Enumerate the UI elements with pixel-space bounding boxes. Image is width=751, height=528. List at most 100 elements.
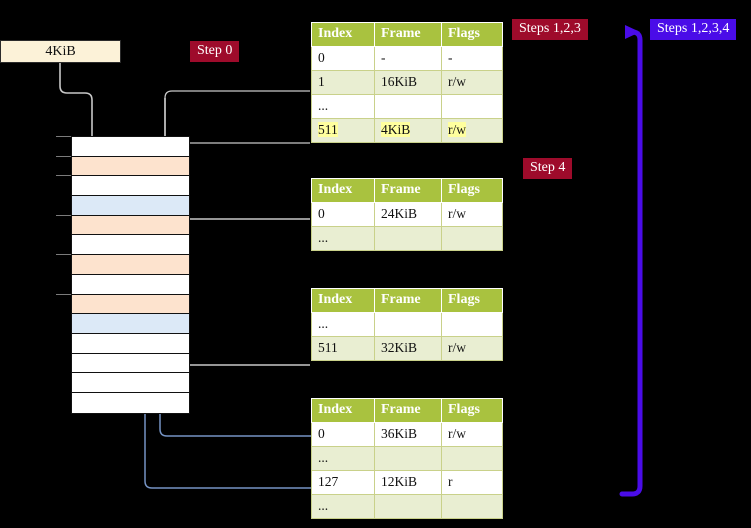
table-row[interactable]: ... xyxy=(311,446,503,471)
memory-row-4 xyxy=(72,215,189,236)
step-0-badge: Step 0 xyxy=(190,41,240,62)
memory-row-12 xyxy=(72,373,189,394)
column-header-index: Index xyxy=(311,288,375,313)
cell-flags: r/w xyxy=(441,336,503,361)
column-header-flags: Flags xyxy=(441,398,503,423)
table-row[interactable]: ... xyxy=(311,226,503,251)
source-frame-box: 4KiB xyxy=(0,40,121,63)
memory-row-2 xyxy=(72,176,189,197)
memory-row-0 xyxy=(72,137,189,157)
cell-frame: 12KiB xyxy=(374,470,442,495)
column-header-index: Index xyxy=(311,178,375,203)
column-header-frame: Frame xyxy=(374,178,442,203)
memory-row-7 xyxy=(72,274,189,295)
cell-index: 511 xyxy=(311,118,375,143)
cell-flags: r/w xyxy=(441,422,503,447)
memory-row-3 xyxy=(72,196,189,216)
cell-flags: r/w xyxy=(441,70,503,95)
memory-row-9 xyxy=(72,314,189,334)
source-frame-label: 4KiB xyxy=(45,44,76,59)
cell-frame xyxy=(374,94,442,119)
cell-frame: 24KiB xyxy=(374,202,442,227)
cell-flags: r xyxy=(441,470,503,495)
cell-index: ... xyxy=(311,226,375,251)
table-row[interactable]: ... xyxy=(311,312,503,337)
cell-flags: - xyxy=(441,46,503,71)
step-0-label: Step 0 xyxy=(197,43,233,58)
cell-frame: 32KiB xyxy=(374,336,442,361)
memory-tick-6 xyxy=(56,254,71,256)
column-header-flags: Flags xyxy=(441,22,503,47)
memory-row-13 xyxy=(72,393,189,413)
column-header-frame: Frame xyxy=(374,288,442,313)
column-header-flags: Flags xyxy=(441,288,503,313)
memory-tick-4 xyxy=(56,214,71,216)
column-header-index: Index xyxy=(311,398,375,423)
recursive-step-arrow xyxy=(619,24,643,497)
memory-tick-8 xyxy=(56,293,71,295)
step-4-label: Step 4 xyxy=(530,160,566,175)
cell-frame xyxy=(374,446,442,471)
column-header-index: Index xyxy=(311,22,375,47)
cell-frame xyxy=(374,226,442,251)
memory-tick-2 xyxy=(56,175,71,177)
table-row[interactable]: ... xyxy=(311,494,503,519)
memory-tick-0 xyxy=(56,136,71,137)
cell-index: ... xyxy=(311,446,375,471)
cell-flags: r/w xyxy=(441,118,503,143)
cell-flags xyxy=(441,226,503,251)
column-header-frame: Frame xyxy=(374,22,442,47)
wire-table2-to-memory xyxy=(180,218,310,259)
memory-row-1 xyxy=(72,156,189,177)
cell-frame: 16KiB xyxy=(374,70,442,95)
steps-123-badge: Steps 1,2,3 xyxy=(512,19,588,40)
cell-index: ... xyxy=(311,494,375,519)
memory-row-6 xyxy=(72,255,189,275)
cell-index: 0 xyxy=(311,202,375,227)
table-row[interactable]: 0-- xyxy=(311,46,503,71)
cell-index: ... xyxy=(311,94,375,119)
cell-index: 0 xyxy=(311,46,375,71)
column-header-frame: Frame xyxy=(374,398,442,423)
cell-frame: 4KiB xyxy=(374,118,442,143)
memory-tick-1 xyxy=(56,155,71,157)
step-4-badge: Step 4 xyxy=(523,158,573,179)
column-header-flags: Flags xyxy=(441,178,503,203)
cell-index: 127 xyxy=(311,470,375,495)
memory-row-11 xyxy=(72,353,189,374)
steps-123-label: Steps 1,2,3 xyxy=(519,21,581,36)
steps-1234-badge: Steps 1,2,3,4 xyxy=(650,19,737,40)
cell-frame: 36KiB xyxy=(374,422,442,447)
cell-index: 1 xyxy=(311,70,375,95)
steps-1234-label: Steps 1,2,3,4 xyxy=(657,21,730,36)
cell-flags xyxy=(441,494,503,519)
cell-frame xyxy=(374,312,442,337)
physical-memory-column xyxy=(71,136,190,414)
cell-index: 511 xyxy=(311,336,375,361)
cell-flags xyxy=(441,312,503,337)
cell-frame: - xyxy=(374,46,442,71)
cell-flags xyxy=(441,94,503,119)
memory-row-5 xyxy=(72,235,189,256)
memory-row-8 xyxy=(72,294,189,315)
cell-index: ... xyxy=(311,312,375,337)
cell-index: 0 xyxy=(311,422,375,447)
table-row[interactable]: ... xyxy=(311,94,503,119)
cell-frame xyxy=(374,494,442,519)
cell-flags: r/w xyxy=(441,202,503,227)
